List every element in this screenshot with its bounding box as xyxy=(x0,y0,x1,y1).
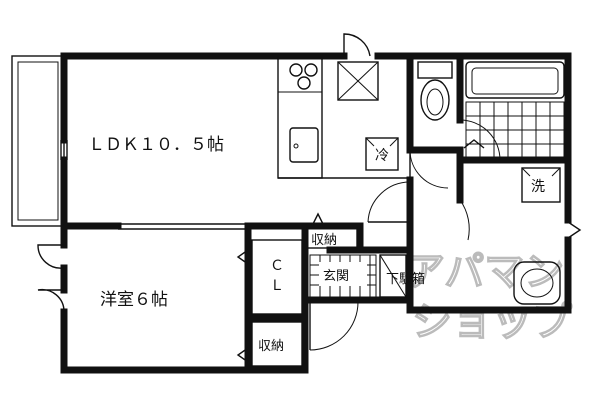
room-label-western: 洋室６帖 xyxy=(100,290,168,310)
closet-label-l: Ｌ xyxy=(270,278,284,294)
room-label-ldk: ＬＤＫ１０．５帖 xyxy=(88,135,224,155)
washbasin xyxy=(513,261,561,305)
washer: 洗 xyxy=(521,167,561,203)
storage-bottom xyxy=(236,321,303,367)
sliding-doors-western xyxy=(118,223,248,230)
bathtub xyxy=(465,61,565,99)
watermark-line-2: ショップ xyxy=(412,299,572,345)
watermark: アパマン ショップ xyxy=(404,248,572,345)
storage-label-bottom: 収納 xyxy=(258,339,284,354)
watermark-line-1: アパマン xyxy=(405,249,564,295)
interior-walls xyxy=(60,52,572,374)
entrance-door xyxy=(309,300,359,351)
western-room-door xyxy=(37,244,65,313)
washer-label: 洗 xyxy=(531,179,545,195)
balcony xyxy=(11,55,65,227)
storage-label-entrance: 収納 xyxy=(311,233,337,248)
room-label-entrance: 玄関 xyxy=(323,269,349,284)
refrigerator-label: 冷 xyxy=(375,148,389,164)
north-door xyxy=(343,33,371,57)
kitchen-counter xyxy=(277,57,323,179)
refrigerator: 冷 xyxy=(365,137,399,171)
entrance-label-bg xyxy=(319,262,367,286)
balcony-window xyxy=(60,140,68,160)
toilet-icon xyxy=(417,61,453,121)
stove-icon xyxy=(289,63,318,90)
bath-opening xyxy=(463,139,485,149)
washroom-door xyxy=(459,199,470,241)
shoe-box xyxy=(379,254,407,298)
closet-label-c: Ｃ xyxy=(270,258,284,274)
toilet-door xyxy=(409,149,449,189)
bath-door xyxy=(459,119,501,161)
bath-tile-floor xyxy=(465,101,565,159)
closet xyxy=(236,239,303,315)
wash-opening xyxy=(567,221,582,239)
ldk-door xyxy=(367,181,411,223)
room-label-shoebox: 下駄箱 xyxy=(386,271,425,287)
storage-entrance xyxy=(306,212,358,249)
range-hood xyxy=(337,61,379,101)
